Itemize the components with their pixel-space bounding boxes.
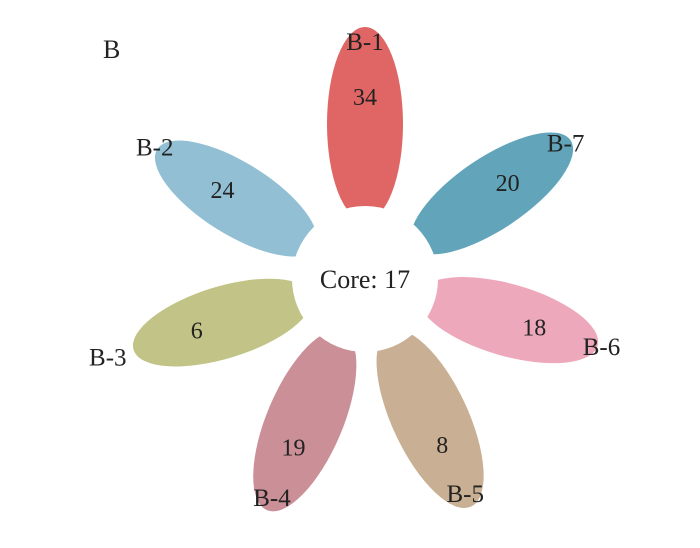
petal-value-b-3: 6 <box>191 319 203 345</box>
petal-b-2 <box>154 140 318 257</box>
petal-value-b-7: 20 <box>496 171 520 197</box>
petal-name-b-3: B-3 <box>89 345 127 372</box>
petal-b-4 <box>253 330 357 512</box>
petal-b-1 <box>327 27 403 221</box>
petal-b-6 <box>418 277 599 364</box>
petal-b-3 <box>132 278 313 367</box>
petal-name-b-5: B-5 <box>446 481 484 508</box>
petal-name-b-6: B-6 <box>583 334 621 361</box>
petal-name-b-4: B-4 <box>253 485 291 512</box>
petal-name-b-2: B-2 <box>136 135 174 162</box>
label-layer: 34 B-1 20 B-7 18B-6 8B-5 19B-4 6B-3 24 B-2 <box>89 29 620 512</box>
petal-value-b-6: 18 <box>522 316 546 342</box>
core-label: Core: 17 <box>320 265 410 294</box>
petal-name-b-7: B-7 <box>547 131 585 158</box>
petal-layer <box>132 27 599 512</box>
petal-name-b-1: B-1 <box>346 29 384 56</box>
petal-value-b-4: 19 <box>282 436 306 462</box>
core-circle <box>292 206 438 352</box>
panel-label: B <box>103 35 120 64</box>
petal-b-7 <box>410 132 574 255</box>
petal-value-b-1: 34 <box>353 85 377 111</box>
petal-value-b-5: 8 <box>436 433 448 459</box>
petal-b-5 <box>376 329 484 508</box>
petal-value-b-2: 24 <box>211 178 235 204</box>
